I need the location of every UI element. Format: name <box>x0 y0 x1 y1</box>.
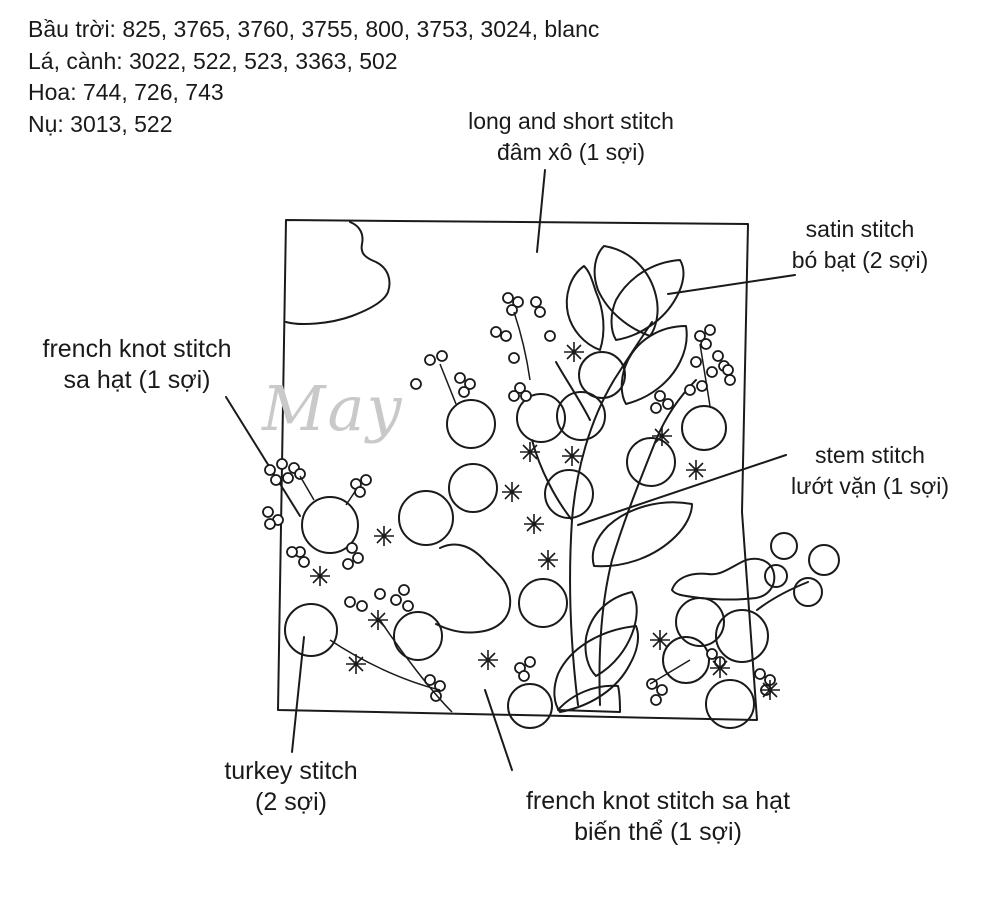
label-french-knot-variant: french knot stitch sa hạt biến thể (1 sợ… <box>488 786 828 848</box>
legend-item-leaves: Lá, cành: 3022, 522, 523, 3363, 502 <box>28 47 398 74</box>
label-line: bó bạt (2 sợi) <box>791 247 929 273</box>
label-line: lướt vặn (1 sợi) <box>790 473 950 499</box>
leaf-right <box>591 501 693 568</box>
side-stem-right <box>598 379 697 706</box>
label-french-knot-stitch: french knot stitch sa hạt (1 sợi) <box>12 334 262 396</box>
leaf-bottom-2 <box>553 625 639 713</box>
leaf-bottom-1 <box>584 591 638 677</box>
label-line: sa hạt (1 sợi) <box>63 366 211 394</box>
flower <box>626 437 676 487</box>
flower <box>675 597 725 647</box>
flower <box>516 393 566 443</box>
flower <box>578 351 626 399</box>
flower <box>301 496 359 554</box>
flower <box>393 611 443 661</box>
label-turkey-stitch: turkey stitch (2 sợi) <box>196 756 386 818</box>
thread-color-legend: Bầu trời: 825, 3765, 3760, 3755, 800, 37… <box>28 14 599 140</box>
leader-french-knot <box>225 396 301 517</box>
leaf-top-3 <box>565 265 605 351</box>
bud <box>764 564 788 588</box>
branch-a <box>531 439 573 521</box>
label-line: french knot stitch sa hạt <box>525 787 791 815</box>
star-stitches <box>310 342 780 700</box>
watermark-text: May <box>262 372 404 445</box>
bud-stem <box>756 581 809 611</box>
flower <box>284 603 338 657</box>
leader-long-short <box>536 169 546 253</box>
label-line: đâm xô (1 sợi) <box>496 139 645 165</box>
leader-french-knot-variant <box>484 689 513 771</box>
label-satin-stitch: satin stitch bó bạt (2 sợi) <box>760 214 960 276</box>
fine-stems <box>299 311 711 713</box>
label-line: long and short stitch <box>468 108 674 134</box>
flower <box>681 405 727 451</box>
knot-cluster-right <box>650 324 736 414</box>
pattern-frame <box>277 219 758 721</box>
flower <box>507 683 553 729</box>
leader-turkey <box>291 636 305 753</box>
flower <box>705 679 755 729</box>
flower <box>446 399 496 449</box>
flower <box>448 463 498 513</box>
leaf-top-2 <box>610 259 685 341</box>
cloud-middle <box>435 543 512 634</box>
leader-stem <box>577 454 787 526</box>
knot-cluster-upper <box>410 292 556 402</box>
knot-cluster-left <box>262 458 372 530</box>
cloud-top-left <box>285 221 391 325</box>
label-line: turkey stitch <box>224 757 358 785</box>
flower <box>662 636 710 684</box>
label-line: stem stitch <box>815 442 925 468</box>
flower <box>518 578 568 628</box>
flower <box>715 609 769 663</box>
legend-item-buds: Nụ: 3013, 522 <box>28 110 173 137</box>
leader-satin <box>667 274 796 295</box>
legend-item-flowers: Hoa: 744, 726, 743 <box>28 79 224 105</box>
label-stem-stitch: stem stitch lướt vặn (1 sợi) <box>770 440 970 502</box>
flower <box>544 469 594 519</box>
flower <box>398 490 454 546</box>
label-line: satin stitch <box>805 216 915 242</box>
leaf-bottom-3 <box>557 684 621 713</box>
label-line: (2 sợi) <box>255 788 327 816</box>
bud <box>808 544 840 576</box>
label-line: biến thể (1 sợi) <box>574 818 742 846</box>
leaf-mid <box>620 325 688 405</box>
label-long-short-stitch: long and short stitch đâm xô (1 sợi) <box>426 106 716 168</box>
bud <box>770 532 798 560</box>
legend-item-sky: Bầu trời: 825, 3765, 3760, 3755, 800, 37… <box>28 16 600 42</box>
flower <box>556 391 606 441</box>
branch-b <box>555 361 591 421</box>
label-line: french knot stitch <box>42 335 232 363</box>
cloud-right <box>671 557 776 601</box>
bud <box>793 577 823 607</box>
